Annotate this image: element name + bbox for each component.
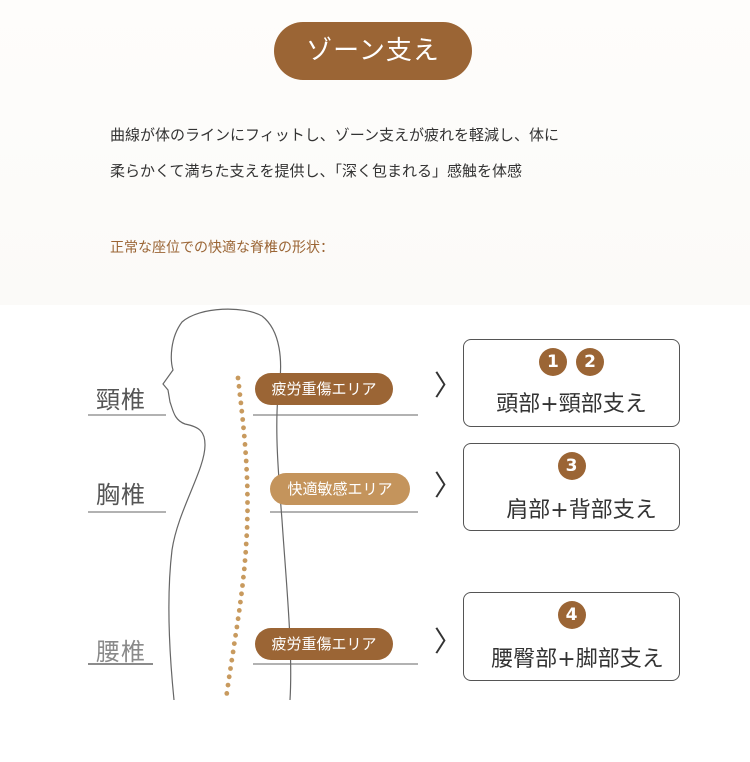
spine-dot (241, 425, 246, 431)
number-badge: 2 (576, 348, 605, 376)
label-thoracic: 胸椎 (96, 481, 146, 509)
spine-shape-heading: 正常な座位での快適な脊椎の形状： (110, 240, 334, 256)
spine-dot (224, 691, 230, 696)
intro-line-2: 柔らかくて満ちた支えを提供し、「深く包まれる」感触を体感 (110, 162, 523, 180)
spine-dot (239, 591, 244, 597)
spine-dot (236, 608, 242, 613)
support-text: 頭部+頸部支え (496, 392, 647, 417)
spine-dot (243, 541, 249, 547)
spine-dot (245, 491, 250, 497)
spine-dot (237, 392, 243, 397)
zone-badge-cervical: 疲労重傷エリア (255, 373, 393, 405)
label-lumbar: 腰椎 (96, 638, 146, 666)
number-badge: 3 (557, 452, 586, 480)
spine-dot (229, 657, 235, 663)
spine-dot (235, 616, 241, 622)
page-title: ゾーン支え (274, 22, 472, 80)
zone-badge-thoracic: 快適敏感エリア (270, 473, 410, 505)
spine-dot (225, 682, 231, 688)
number-badge: 1 (538, 348, 567, 376)
spine-dot (240, 417, 246, 422)
spine-dot (233, 632, 239, 638)
spine-dot (243, 549, 249, 555)
spine-dot (238, 400, 244, 406)
spine-dot (231, 641, 237, 646)
spine-dot (244, 516, 250, 522)
spine-dot (236, 383, 242, 389)
support-box-shoulder-back: 3 肩部+背部支え (463, 443, 680, 531)
chevron-right-icon: 〉 (434, 369, 463, 402)
support-box-head-neck: 1 2 頭部+頸部支え (463, 339, 680, 427)
spine-dot (243, 450, 249, 456)
spine-dot (245, 500, 250, 505)
spine-dot (243, 458, 249, 464)
chevron-right-icon: 〉 (434, 625, 463, 658)
spine-dot (234, 624, 240, 630)
spine-dot (241, 433, 247, 439)
spine-dot (244, 533, 250, 539)
spine-dot (226, 674, 232, 680)
label-cervical: 頸椎 (96, 386, 146, 414)
support-text: 腰臀部+脚部支え (491, 647, 664, 672)
spine-dot (244, 483, 250, 489)
spine-dot (244, 525, 250, 530)
support-box-waist-hip-leg: 4 腰臀部+脚部支え (463, 592, 680, 681)
spine-dot (238, 599, 243, 605)
intro-line-1: 曲線が体のラインにフィットし、ゾーン支えが疲れを軽減し、体に (110, 126, 559, 144)
spine-dot (239, 408, 245, 414)
spine-dot (242, 558, 248, 563)
spine-dot (244, 466, 250, 472)
spine-dot (244, 475, 250, 480)
body-front-outline (162, 308, 263, 701)
spine-dot (240, 583, 245, 588)
spine-dot (241, 566, 247, 572)
spine-dot (245, 508, 250, 514)
spine-dot (242, 442, 248, 447)
body-back-outline (261, 315, 292, 701)
spine-dot (228, 666, 233, 671)
spine-dot (235, 375, 241, 381)
zone-badge-lumbar: 疲労重傷エリア (255, 628, 393, 660)
spine-dots (224, 375, 250, 696)
number-badge: 4 (557, 601, 586, 629)
spine-dot (241, 574, 246, 580)
support-text: 肩部+背部支え (506, 498, 657, 523)
spine-dot (230, 649, 236, 655)
chevron-right-icon: 〉 (434, 469, 463, 502)
